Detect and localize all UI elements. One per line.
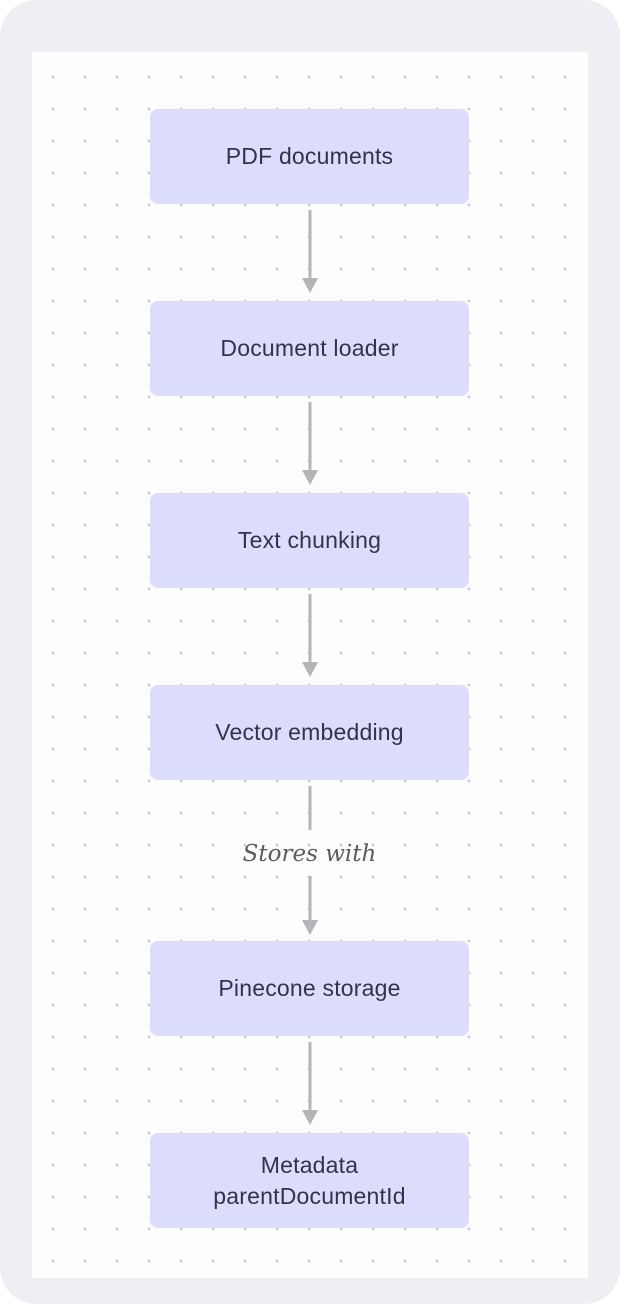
node-metadata[interactable]: Metadata parentDocumentId (150, 1133, 469, 1228)
node-label-text-chunking: Text chunking (237, 527, 382, 553)
node-vector-embedding[interactable]: Vector embedding (150, 685, 469, 780)
node-pdf-documents[interactable]: PDF documents (150, 109, 469, 204)
edge-label-stores-with: Stores with (242, 841, 377, 867)
arrow-pdf-to-loader (300, 210, 320, 294)
node-pinecone-storage[interactable]: Pinecone storage (150, 941, 469, 1036)
arrow-embedding-to-pinecone (300, 876, 320, 936)
node-label-vector-embedding: Vector embedding (215, 719, 404, 745)
arrow-chunking-to-embedding (300, 594, 320, 678)
arrow-embedding-line-upper (300, 786, 320, 830)
node-document-loader[interactable]: Document loader (150, 301, 469, 396)
node-text-chunking[interactable]: Text chunking (150, 493, 469, 588)
node-label-metadata: Metadata parentDocumentId (213, 1151, 406, 1209)
node-label-document-loader: Document loader (220, 335, 399, 361)
node-label-pdf-documents: PDF documents (225, 143, 394, 169)
node-label-pinecone-storage: Pinecone storage (218, 975, 401, 1001)
arrow-loader-to-chunking (300, 402, 320, 486)
arrow-pinecone-to-metadata (300, 1042, 320, 1126)
